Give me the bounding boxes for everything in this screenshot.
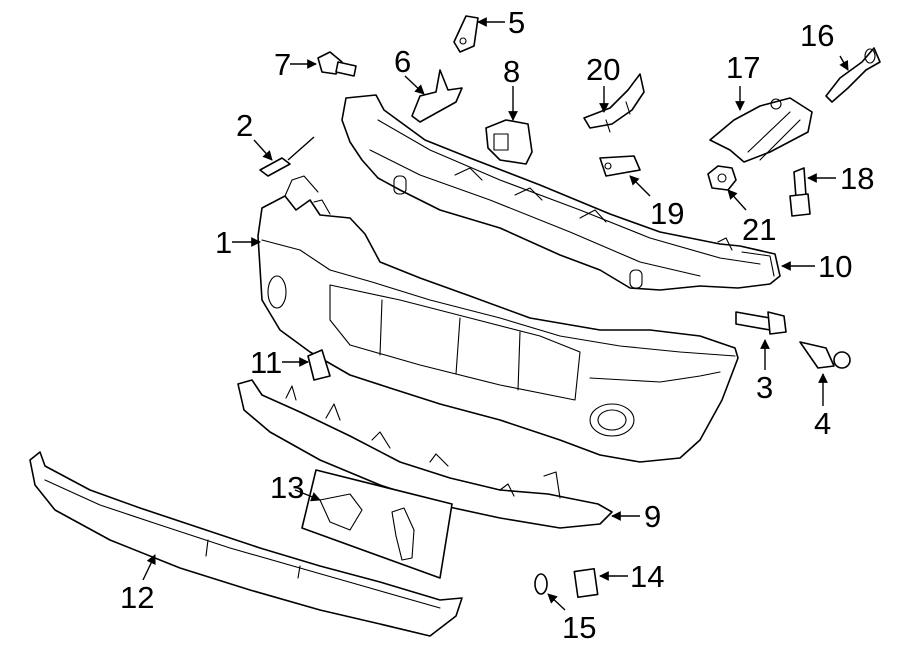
arrow-15	[547, 593, 566, 611]
callout-14: 14	[630, 559, 664, 594]
callout-17: 17	[726, 50, 760, 85]
part-1-bumper-cover	[257, 175, 739, 463]
callout-5: 5	[508, 5, 525, 40]
arrow-6	[404, 75, 425, 95]
part-14-pad	[573, 567, 599, 599]
part-16-hook	[825, 47, 881, 103]
callout-4: 4	[814, 406, 831, 441]
arrow-13	[294, 489, 321, 502]
callout-21: 21	[742, 212, 776, 247]
callout-3: 3	[756, 370, 773, 405]
callout-7: 7	[274, 47, 291, 82]
part-20-bracket	[583, 73, 645, 133]
callout-16: 16	[800, 18, 834, 53]
part-15-grommet	[534, 573, 548, 595]
callout-13: 13	[270, 470, 304, 505]
arrow-12	[142, 554, 156, 581]
callout-labels: 1 2 3 4 5 6 7 8 9 10 11 12 13 14 15 16 1…	[120, 5, 874, 645]
callout-9: 9	[644, 499, 661, 534]
arrow-2	[253, 139, 273, 161]
callout-2: 2	[236, 108, 253, 143]
part-11-pad	[307, 349, 331, 381]
callout-6: 6	[394, 44, 411, 79]
part-17-mount-bracket	[709, 97, 813, 163]
part-21-nut	[707, 165, 737, 191]
part-2-screw	[259, 136, 315, 177]
part-7-bolt	[317, 51, 357, 77]
arrow-21	[727, 189, 747, 211]
callout-20: 20	[586, 52, 620, 87]
callout-8: 8	[503, 54, 520, 89]
part-19-clip	[599, 155, 641, 177]
part-13-bracket-panel	[301, 469, 453, 579]
part-10-reinforcement-beam	[341, 94, 781, 291]
arrow-19	[629, 175, 651, 197]
part-3-bolt	[735, 311, 787, 335]
callout-11: 11	[250, 345, 282, 380]
part-12-lower-valance	[29, 451, 463, 637]
callout-15: 15	[562, 610, 596, 645]
part-4-push-pin	[799, 341, 851, 369]
leader-arrows	[142, 17, 849, 611]
part-8-sensor-bracket	[485, 119, 533, 165]
part-5-clip	[453, 15, 479, 53]
callout-1: 1	[215, 225, 232, 260]
arrow-16	[839, 55, 849, 71]
callout-12: 12	[120, 580, 154, 615]
callout-19: 19	[650, 196, 684, 231]
part-18-bolt	[789, 167, 811, 217]
callout-10: 10	[818, 249, 852, 284]
part-6-bracket	[411, 69, 463, 123]
callout-18: 18	[840, 161, 874, 196]
